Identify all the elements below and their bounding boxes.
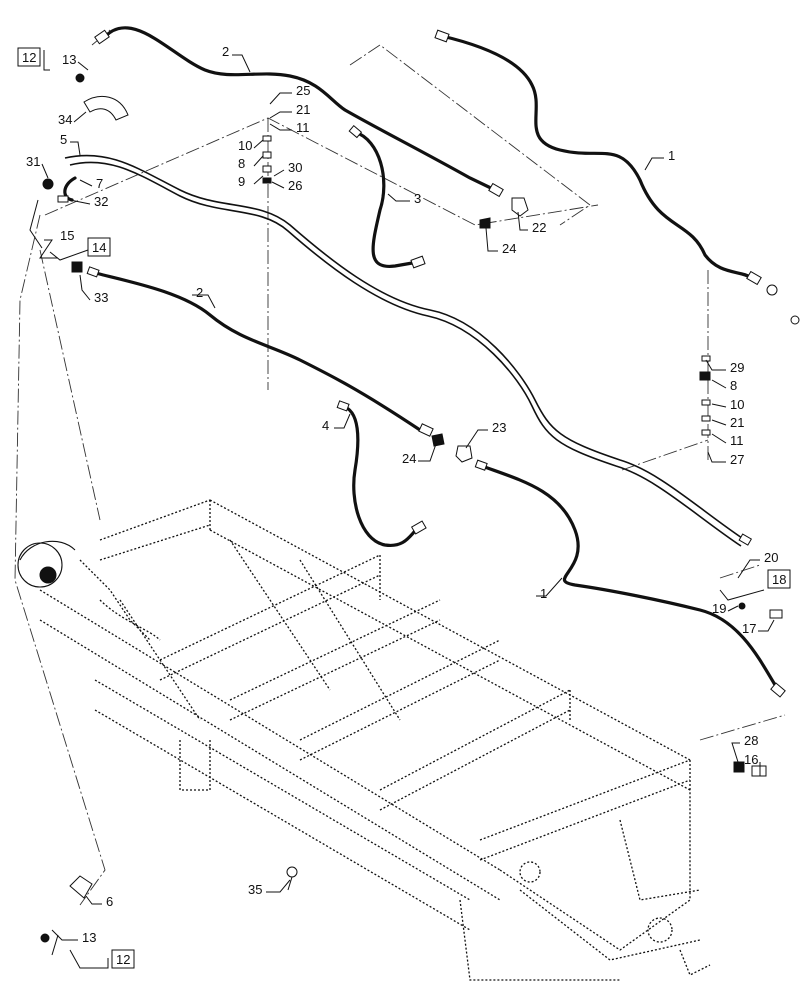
callout-9: 9 [238, 174, 245, 189]
hose-1-lower [480, 464, 780, 692]
hose-2-upper [100, 26, 497, 192]
callout-4: 4 [322, 418, 329, 433]
callout-21: 21 [730, 415, 744, 430]
boxed-ref-12: 12 [17, 47, 41, 67]
boxed-ref-14: 14 [87, 237, 111, 257]
callout-5: 5 [60, 132, 67, 147]
callout-22: 22 [532, 220, 546, 235]
svg-text:12: 12 [116, 952, 130, 967]
callout-21: 21 [296, 102, 310, 117]
boxed-ref-12: 12 [111, 949, 135, 969]
tee-23 [455, 445, 473, 463]
callout-29: 29 [730, 360, 744, 375]
callout-24: 24 [502, 241, 516, 256]
callout-8: 8 [730, 378, 737, 393]
callout-26: 26 [288, 178, 302, 193]
callout-2: 2 [222, 44, 229, 59]
callout-31: 31 [26, 154, 40, 169]
chassis-frame [17, 499, 711, 981]
hose-5 [64, 154, 746, 541]
callout-30: 30 [288, 160, 302, 175]
callout-10: 10 [238, 138, 252, 153]
pin-35 [286, 866, 298, 878]
callout-13: 13 [62, 52, 76, 67]
svg-text:12: 12 [22, 50, 36, 65]
fitting-33 [71, 261, 83, 273]
leader-lines [29, 50, 775, 969]
fittings [40, 29, 800, 943]
callout-35: 35 [248, 882, 262, 897]
callout-13: 13 [82, 930, 96, 945]
callout-33: 33 [94, 290, 108, 305]
nut-24a [479, 217, 491, 229]
boundary-lines [14, 29, 786, 906]
callout-28: 28 [744, 733, 758, 748]
nut-24b [431, 433, 445, 447]
callout-19: 19 [712, 601, 726, 616]
callout-11: 11 [296, 120, 310, 135]
fitting-16 [751, 765, 767, 777]
callout-3: 3 [414, 191, 421, 206]
hose-2-lower [90, 270, 422, 432]
fitting-6 [69, 875, 93, 899]
callout-32: 32 [94, 194, 108, 209]
svg-text:14: 14 [92, 240, 106, 255]
callout-16: 16 [744, 752, 758, 767]
callout-6: 6 [106, 894, 113, 909]
callout-17: 17 [742, 621, 756, 636]
hose-34-elbow [83, 95, 129, 121]
hose-assemblies [63, 26, 780, 692]
callout-20: 20 [764, 550, 778, 565]
cap-31 [42, 178, 54, 190]
boxed-ref-18: 18 [767, 569, 791, 589]
callout-8: 8 [238, 156, 245, 171]
tee-22 [511, 197, 529, 217]
callout-1: 1 [540, 586, 547, 601]
fitting-28 [733, 761, 745, 773]
callout-7: 7 [96, 176, 103, 191]
callout-24: 24 [402, 451, 416, 466]
svg-text:18: 18 [772, 572, 786, 587]
hose-3 [353, 130, 420, 268]
callout-25: 25 [296, 83, 310, 98]
hose-7 [63, 176, 77, 202]
callout-34: 34 [58, 112, 72, 127]
callout-15: 15 [60, 228, 74, 243]
hose-1-upper [440, 34, 754, 280]
callout-10: 10 [730, 397, 744, 412]
callout-2: 2 [196, 285, 203, 300]
callout-23: 23 [492, 420, 506, 435]
hose-4 [340, 404, 420, 548]
callout-11: 11 [730, 433, 744, 448]
callout-1: 1 [668, 148, 675, 163]
callout-27: 27 [730, 452, 744, 467]
